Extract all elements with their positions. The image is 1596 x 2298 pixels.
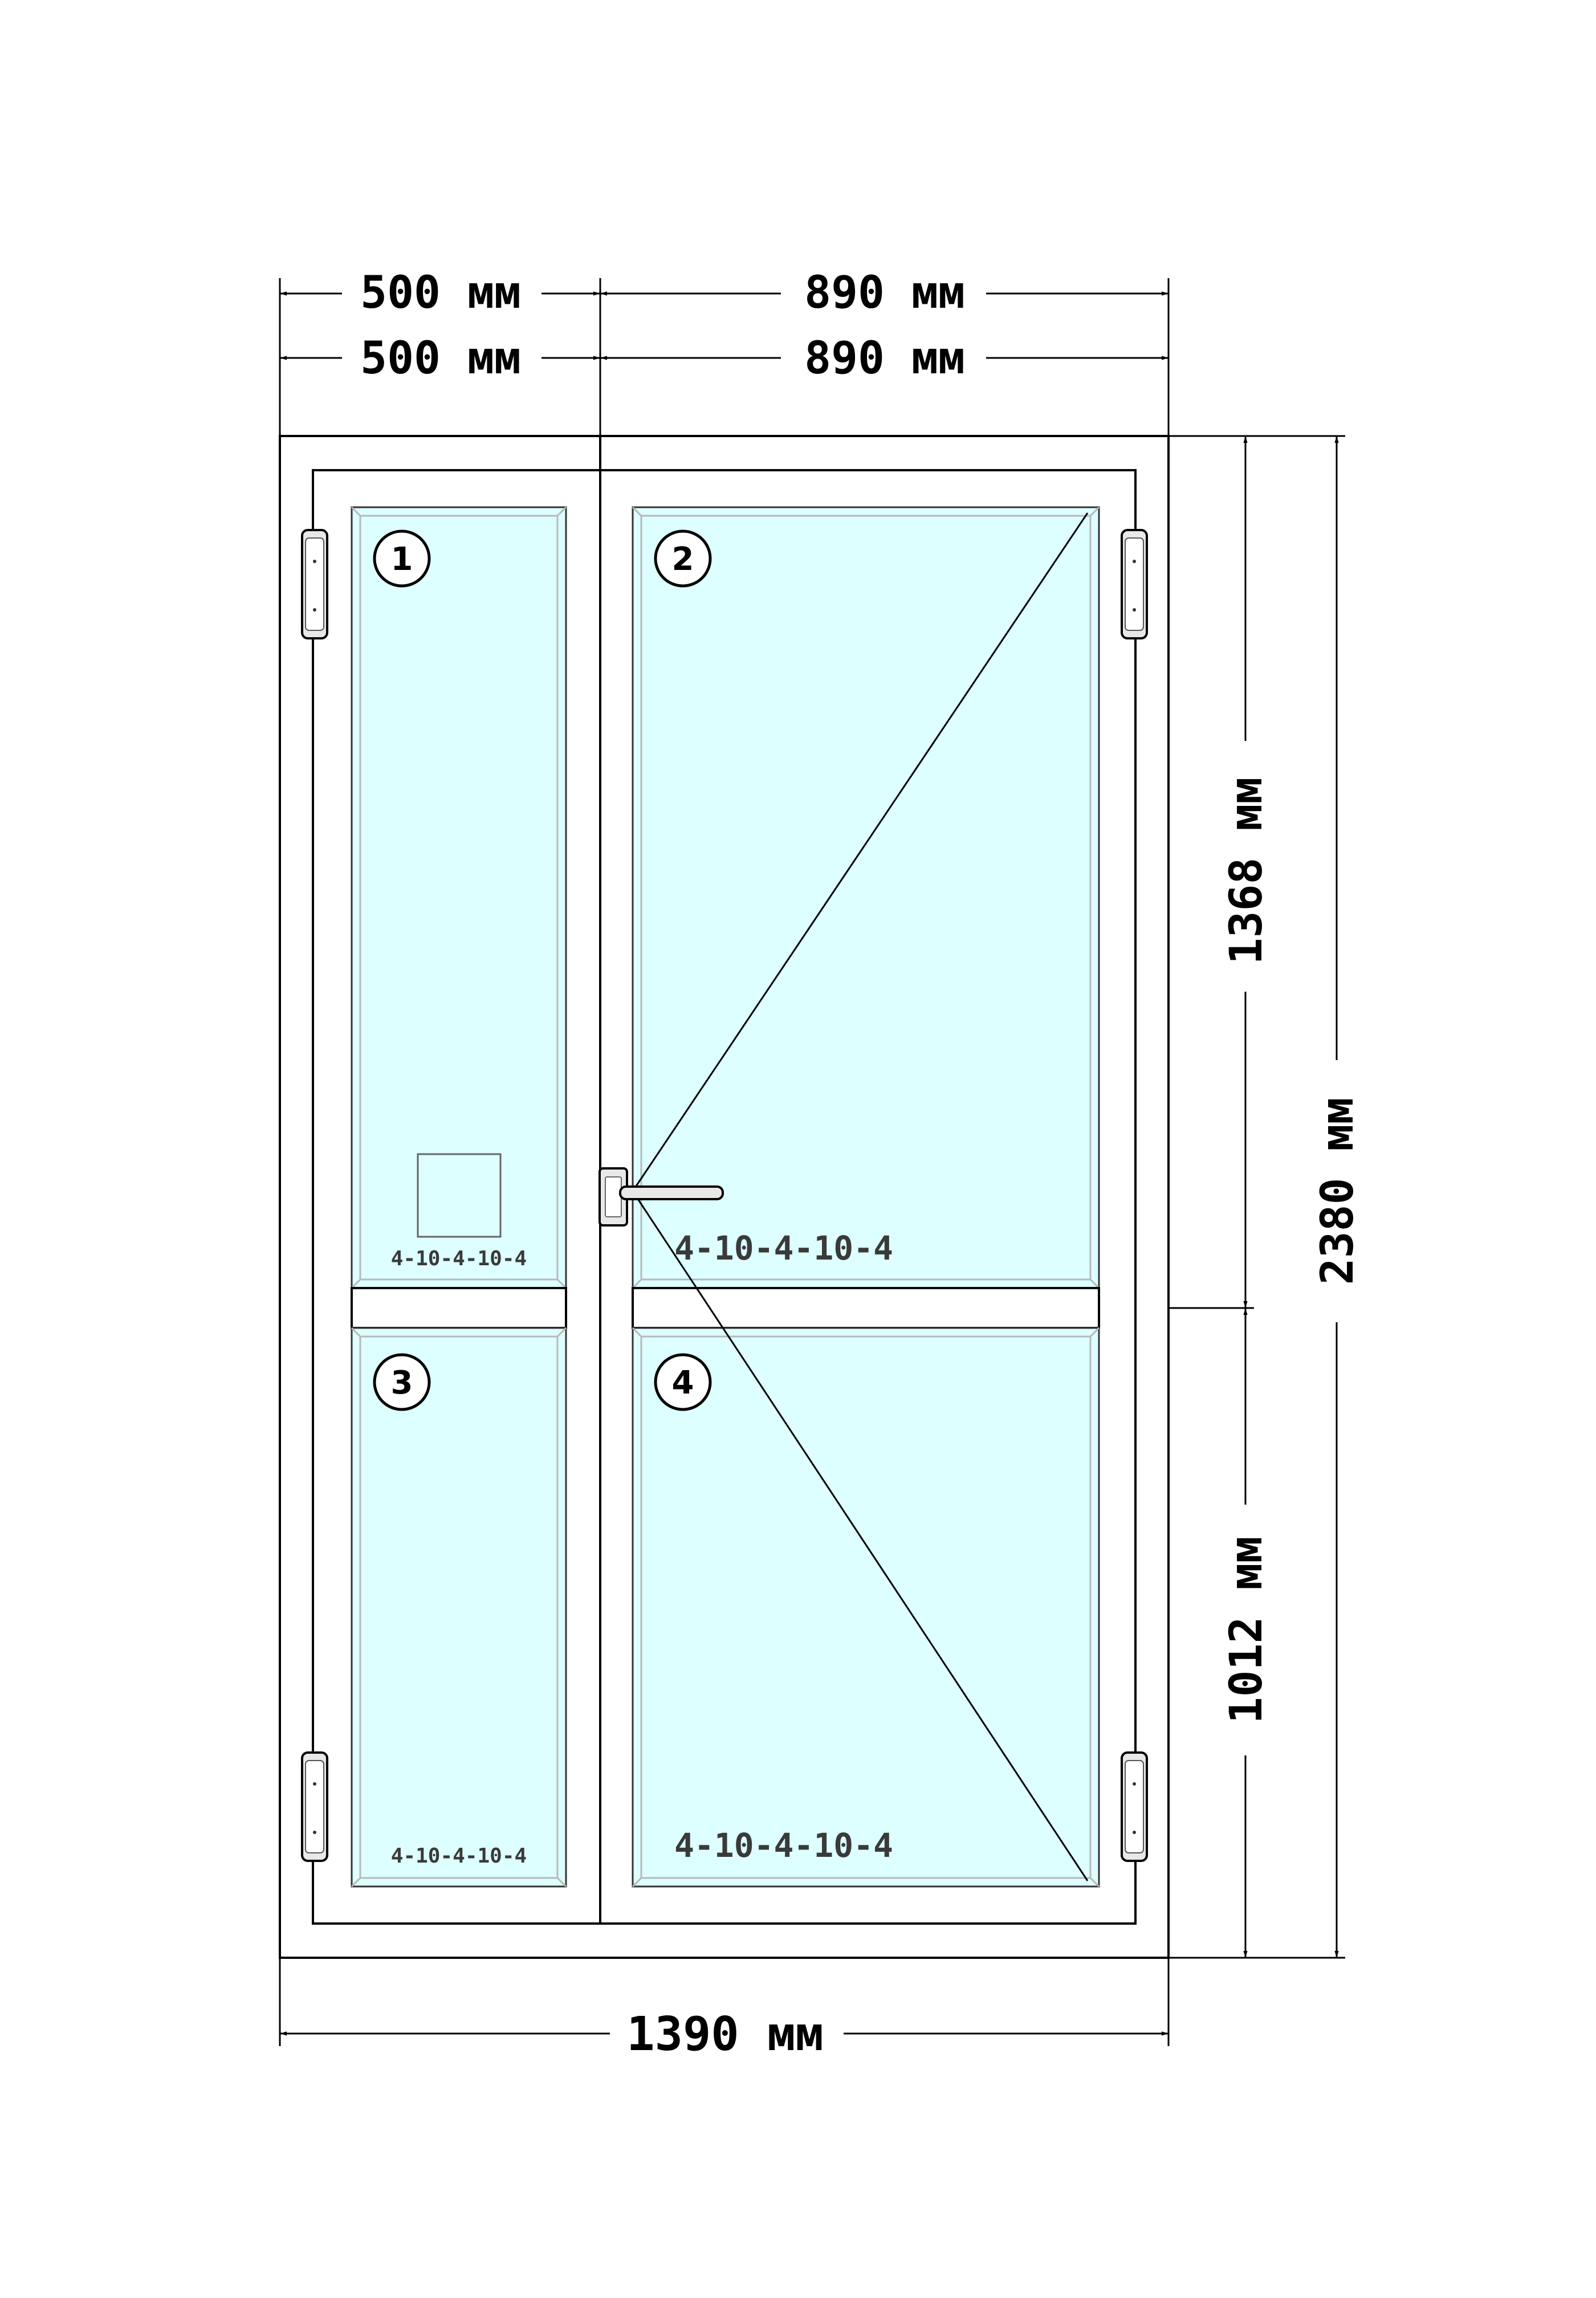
vent-square-icon [417,1153,502,1238]
hinge-icon [301,529,328,639]
pane-number-3: 3 [373,1353,431,1411]
dim-right-total: 2380 мм [1312,1098,1363,1285]
hinge-icon [301,1751,328,1862]
svg-text:4: 4 [672,1364,694,1401]
pane-number-1: 1 [373,529,431,588]
dim-top-row2-left: 500 мм [360,333,521,384]
pane-4 [632,1327,1100,1888]
svg-text:3: 3 [391,1364,413,1401]
dim-right-lower: 1012 мм [1221,1537,1272,1724]
pane-number-4: 4 [654,1353,712,1411]
pane-2 [632,506,1100,1289]
bottom-dimension: 1390 мм [279,1958,1170,2061]
glass-spec-2: 4-10-4-10-4 [674,1229,893,1268]
pane-number-2: 2 [654,529,712,588]
svg-text:2: 2 [672,541,694,578]
glass-spec-4: 4-10-4-10-4 [674,1826,893,1865]
hinge-icon [1121,529,1148,639]
dim-right-upper: 1368 мм [1221,777,1272,965]
right-dimensions: 1368 мм 1012 мм 2380 мм [1168,435,1363,1959]
door-handle-icon [598,1167,724,1227]
glass-spec-3: 4-10-4-10-4 [391,1844,527,1868]
dim-bottom-total: 1390 мм [626,2007,824,2061]
dim-top-row1-right: 890 мм [804,267,965,319]
glass-spec-1: 4-10-4-10-4 [391,1247,527,1270]
top-dimensions: 500 мм 890 мм 500 мм 890 мм [279,267,1170,436]
opening-direction-lines [632,512,1089,1881]
pane-3 [351,1327,567,1888]
dim-top-row1-left: 500 мм [360,267,521,319]
svg-text:1: 1 [391,541,413,578]
pane-1-full [351,506,567,1289]
dim-top-row2-right: 890 мм [804,333,965,384]
hinge-icon [1121,1751,1148,1862]
